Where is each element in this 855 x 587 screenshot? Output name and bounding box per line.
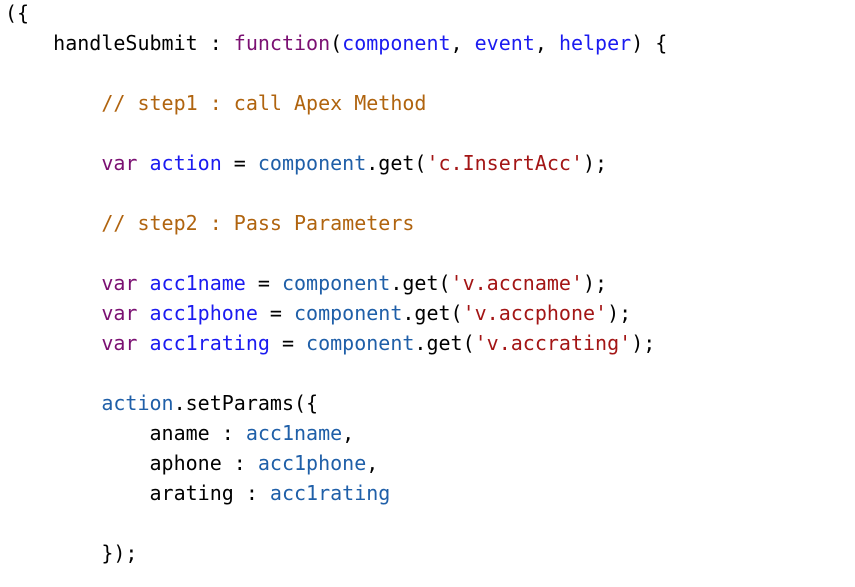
code-editor: ({ handleSubmit : function(component, ev… — [5, 0, 667, 568]
code-token-plain: ); — [607, 301, 632, 325]
code-token-plain: , — [342, 421, 355, 445]
code-token-keyword: function — [233, 31, 331, 55]
code-token-plain — [5, 271, 101, 295]
code-token-ident: component — [306, 331, 415, 355]
code-line — [5, 508, 667, 538]
code-line — [5, 118, 667, 148]
code-line: aname : acc1name, — [5, 418, 667, 448]
code-token-string: 'c.InsertAcc' — [426, 151, 584, 175]
code-line: ({ — [5, 0, 667, 28]
code-token-ident: acc1name — [245, 421, 343, 445]
code-token-ident: component — [257, 151, 367, 175]
code-token-plain: .get( — [390, 271, 451, 295]
code-token-plain — [5, 301, 101, 325]
code-line: var acc1rating = component.get('v.accrat… — [5, 328, 667, 358]
code-token-param: action — [149, 151, 222, 175]
code-line: var acc1name = component.get('v.accname'… — [5, 268, 667, 298]
code-token-plain: ); — [631, 331, 656, 355]
code-token-plain — [137, 271, 149, 295]
code-token-plain: handleSubmit : — [5, 31, 234, 55]
code-token-string: 'v.accphone' — [462, 301, 608, 325]
code-token-keyword: var — [101, 331, 138, 355]
code-token-ident: acc1rating — [269, 481, 391, 505]
code-token-param: component — [342, 31, 451, 55]
code-token-plain: ); — [583, 271, 608, 295]
code-token-ident: acc1phone — [257, 451, 367, 475]
code-token-ident: component — [294, 301, 403, 325]
code-token-plain: = — [269, 331, 307, 355]
code-token-plain — [137, 151, 149, 175]
code-token-plain — [137, 301, 149, 325]
code-token-plain — [137, 331, 149, 355]
code-line: }); — [5, 538, 667, 568]
code-token-plain: .setParams({ — [173, 391, 319, 415]
code-line: // step1 : call Apex Method — [5, 88, 667, 118]
code-line: // step2 : Pass Parameters — [5, 208, 667, 238]
code-token-keyword: var — [101, 301, 138, 325]
code-line: arating : acc1rating — [5, 478, 667, 508]
code-token-param: acc1phone — [149, 301, 258, 325]
code-token-plain: }); — [5, 541, 138, 565]
code-token-string: 'v.accrating' — [474, 331, 632, 355]
code-token-plain: .get( — [366, 151, 427, 175]
code-token-keyword: var — [101, 271, 138, 295]
code-token-plain — [5, 151, 101, 175]
code-token-plain: , — [366, 451, 379, 475]
code-token-plain: .get( — [402, 301, 463, 325]
code-token-plain: , — [534, 31, 559, 55]
code-token-plain: = — [245, 271, 282, 295]
code-token-ident: action — [101, 391, 174, 415]
code-line: action.setParams({ — [5, 388, 667, 418]
code-token-plain: aphone : — [5, 451, 258, 475]
code-token-plain: ); — [583, 151, 608, 175]
code-token-comment: // step2 : Pass Parameters — [5, 211, 415, 235]
code-line — [5, 358, 667, 388]
code-line — [5, 58, 667, 88]
code-token-plain: aname : — [5, 421, 246, 445]
code-token-param: acc1rating — [149, 331, 270, 355]
code-line: handleSubmit : function(component, event… — [5, 28, 667, 58]
code-token-plain: ) { — [631, 31, 668, 55]
code-token-plain: arating : — [5, 481, 270, 505]
code-line — [5, 238, 667, 268]
code-token-comment: // step1 : call Apex Method — [5, 91, 427, 115]
code-token-string: 'v.accname' — [450, 271, 583, 295]
code-line: aphone : acc1phone, — [5, 448, 667, 478]
code-token-plain — [5, 391, 101, 415]
code-line — [5, 178, 667, 208]
code-line: var action = component.get('c.InsertAcc'… — [5, 148, 667, 178]
code-token-keyword: var — [101, 151, 138, 175]
code-token-plain: = — [257, 301, 294, 325]
code-token-param: helper — [558, 31, 632, 55]
code-token-param: event — [474, 31, 535, 55]
code-token-ident: component — [281, 271, 391, 295]
code-token-plain: , — [450, 31, 475, 55]
code-token-plain: ( — [330, 31, 343, 55]
code-token-param: acc1name — [149, 271, 246, 295]
code-token-plain: .get( — [414, 331, 475, 355]
code-token-plain: = — [221, 151, 258, 175]
code-token-plain — [5, 331, 101, 355]
code-token-plain: ({ — [5, 1, 30, 25]
code-line: var acc1phone = component.get('v.accphon… — [5, 298, 667, 328]
